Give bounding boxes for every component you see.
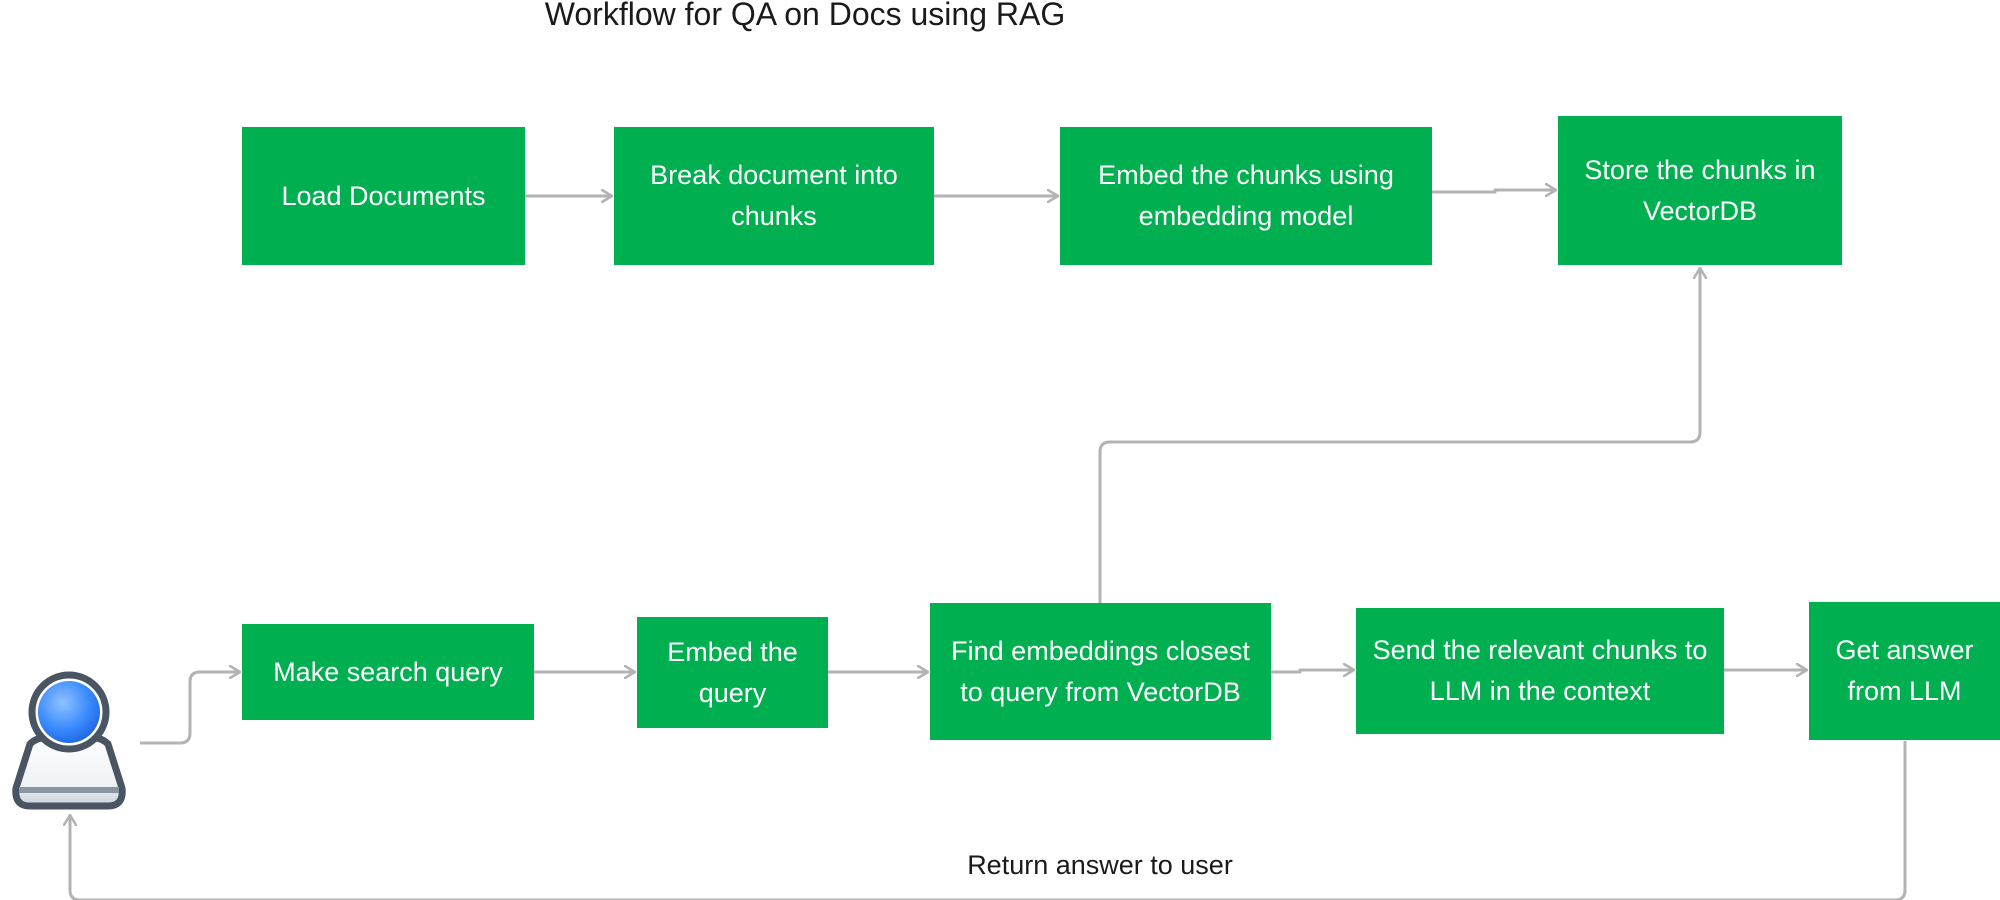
edge-user-to-query — [140, 672, 240, 745]
node-embed-query: Embed the query — [637, 617, 828, 728]
node-break-document: Break document into chunks — [614, 127, 934, 265]
node-get-answer: Get answer from LLM — [1809, 602, 2000, 740]
user-icon — [12, 671, 126, 810]
node-store-chunks: Store the chunks in VectorDB — [1558, 116, 1842, 265]
node-find-embeddings: Find embeddings closest to query from Ve… — [930, 603, 1271, 740]
edge-find-to-store — [1098, 268, 1700, 603]
node-embed-chunks: Embed the chunks using embedding model — [1060, 127, 1432, 265]
edge-answer-to-user — [70, 741, 1907, 900]
return-answer-label: Return answer to user — [967, 850, 1233, 880]
node-load-documents: Load Documents — [242, 127, 525, 265]
node-make-search-query: Make search query — [242, 624, 534, 720]
edge-find-to-send — [1271, 670, 1354, 672]
node-send-chunks: Send the relevant chunks to LLM in the c… — [1356, 608, 1724, 734]
diagram-title: Workflow for QA on Docs using RAG — [544, 0, 1066, 32]
edge-embed-to-store — [1432, 190, 1556, 192]
